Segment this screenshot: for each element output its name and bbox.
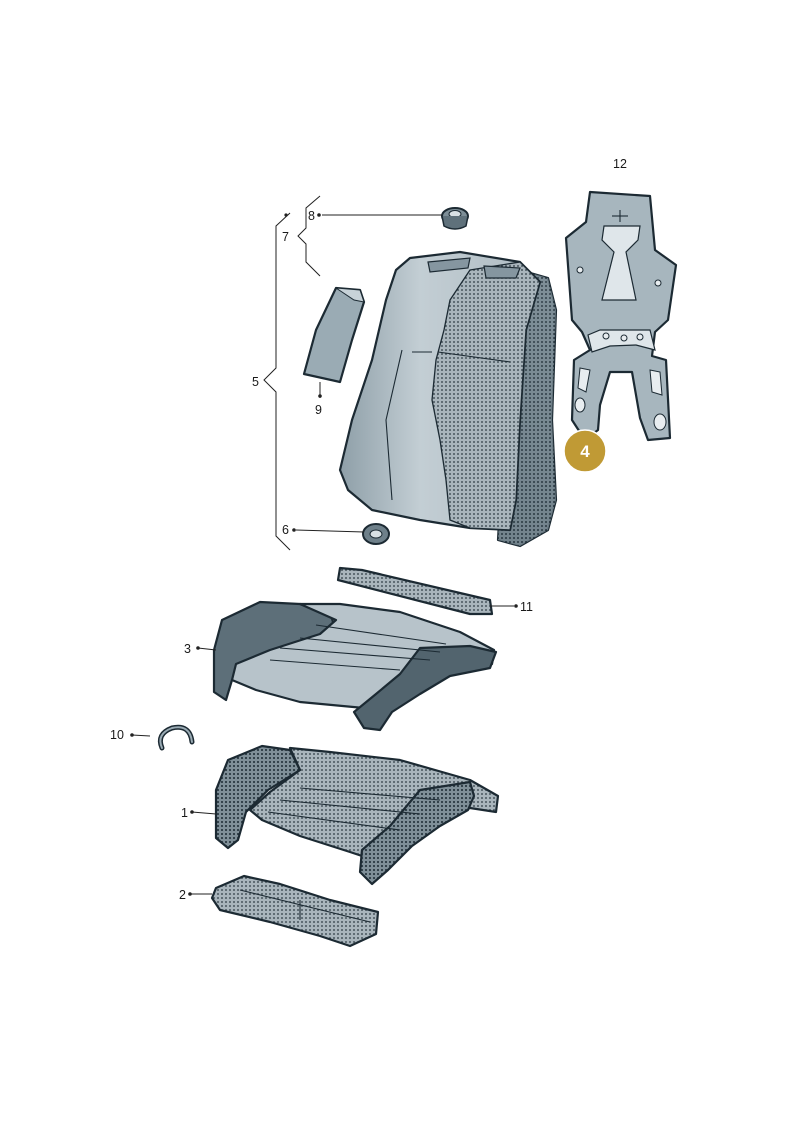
headrest-guide-part-8 — [441, 207, 469, 230]
side-panel-part-9 — [302, 286, 366, 384]
label-6: 6 — [282, 523, 289, 537]
label-2: 2 — [179, 888, 186, 902]
label-3: 3 — [184, 642, 191, 656]
seat-cushion-cover-part-3 — [212, 600, 498, 732]
leader-lines — [130, 195, 518, 896]
badge-label: 4 — [580, 442, 590, 461]
backrest-cover — [338, 250, 558, 548]
seat-foam-part-1 — [214, 744, 500, 886]
backrest-frame-part-11 — [564, 190, 678, 442]
label-1: 1 — [181, 806, 188, 820]
highlight-badge-4[interactable]: 4 — [563, 429, 607, 473]
label-7: 7 — [282, 230, 289, 244]
grommet-part-6 — [362, 523, 390, 545]
label-12: 11 — [520, 600, 533, 614]
strip-part-12 — [336, 566, 494, 616]
label-10: 10 — [110, 728, 124, 742]
badge-circle — [563, 429, 607, 473]
label-5: 5 — [252, 375, 259, 389]
label-9: 9 — [315, 403, 322, 417]
label-8: 8 — [308, 209, 315, 223]
label-11: 12 — [613, 157, 627, 171]
clip-part-10 — [157, 724, 195, 751]
foam-insert-part-2 — [210, 874, 380, 948]
